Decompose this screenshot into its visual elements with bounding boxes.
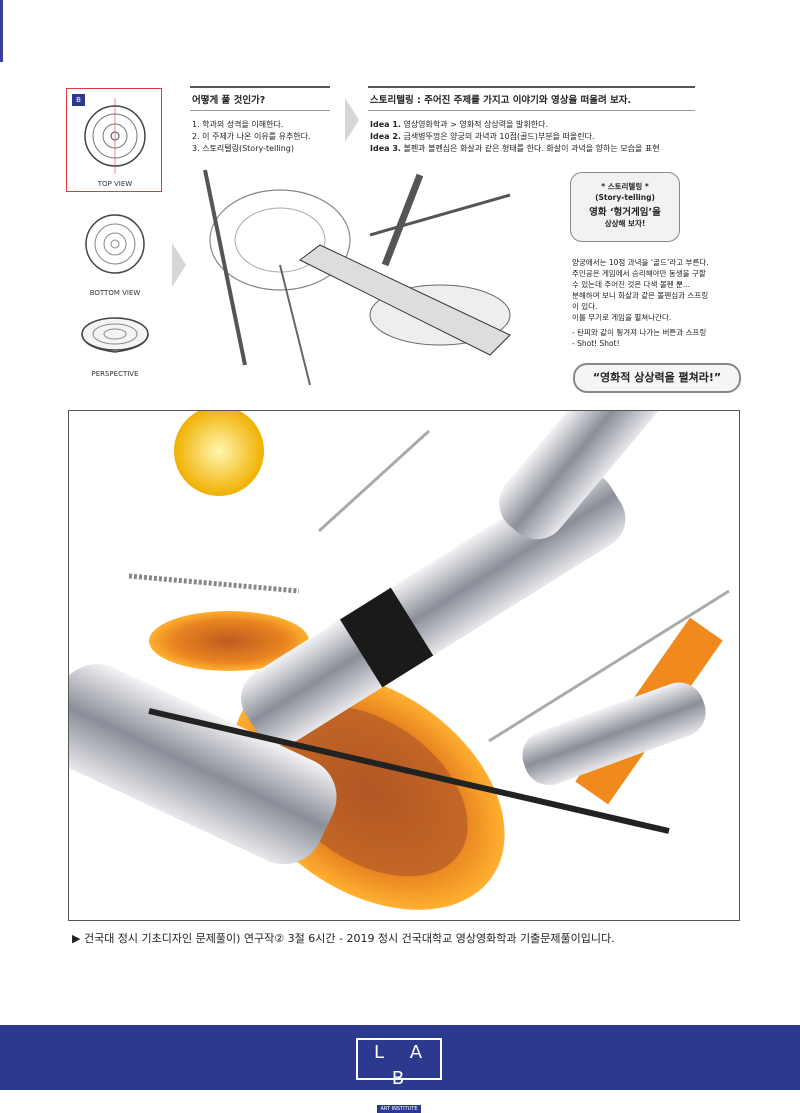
bubble-line: 영화 ‘헝거게임’을 [589, 207, 661, 218]
arrow-right-icon [172, 243, 186, 287]
lab-logo: L A B ART INSTITUTE [356, 1038, 442, 1113]
perspective-label: PERSPECTIVE [91, 370, 139, 378]
bubble-line: (Story-telling) [595, 193, 655, 202]
how-title: 어떻게 풀 것인가? [190, 86, 330, 111]
how-item: 2. 이 주제가 나온 이유를 유추한다. [192, 132, 311, 141]
story-line: 양궁에서는 10점 과녁을 ‘골드’라고 부른다. [572, 258, 709, 267]
how-section: 어떻게 풀 것인가? 1. 학과의 성격을 이해한다. 2. 이 주제가 나온 … [190, 86, 330, 155]
how-item: 1. 학과의 성격을 이해한다. [192, 120, 284, 129]
story-line: 수 있는데 주어진 것은 다색 볼펜 뿐... [572, 280, 691, 289]
idea-item: Idea 1. 영상영화학과 > 영화적 상상력을 발휘한다. [370, 120, 549, 129]
storytelling-title: 스토리텔링 : 주어진 주제를 가지고 이야기와 영상을 떠올려 보자. [368, 86, 695, 111]
top-view-frame: B [66, 88, 162, 192]
idea-item: Idea 2. 금색병뚜껑은 양궁의 과녁과 10점(골드)부분을 떠올린다. [370, 132, 595, 141]
story-text: 양궁에서는 10점 과녁을 ‘골드’라고 부른다. 주인공은 게임에서 승리해야… [572, 257, 752, 349]
bubble-line: * 스토리텔링 * [601, 182, 649, 191]
perspective-sketch [81, 317, 149, 353]
bubble-line: 상상해 보자! [604, 219, 646, 228]
storytelling-section: 스토리텔링 : 주어진 주제를 가지고 이야기와 영상을 떠올려 보자. Ide… [368, 86, 695, 155]
storytelling-bubble: * 스토리텔링 * (Story-telling) 영화 ‘헝거게임’을 상상해… [570, 172, 680, 242]
story-line: - 탄피와 같이 튕겨져 나가는 버튼과 스프링 [572, 328, 707, 337]
slogan-box: “영화적 상상력을 펼쳐라!” [573, 363, 741, 393]
logo-text: L A B [373, 1042, 433, 1089]
bottom-view-sketch [85, 214, 145, 274]
artwork-image [68, 410, 740, 921]
story-line: 주인공은 게임에서 승리해야만 동생을 구할 [572, 269, 706, 278]
story-line: 분해하여 보니 화살과 같은 볼펜심과 스프링 [572, 291, 709, 300]
story-line: 이를 무기로 게임을 펼쳐나간다. [572, 313, 672, 322]
bottom-view-label: BOTTOM VIEW [89, 289, 141, 297]
artwork-illustration [69, 411, 730, 910]
logo-subtitle: ART INSTITUTE [377, 1105, 421, 1113]
story-line: - Shot! Shot! [572, 339, 620, 348]
top-view-sketch [84, 98, 146, 174]
story-line: 이 있다. [572, 302, 598, 311]
section-badge: B [72, 94, 85, 106]
idea-sketch [203, 169, 511, 386]
how-item: 3. 스토리텔링(Story-telling) [192, 144, 294, 153]
top-view-label: TOP VIEW [97, 180, 133, 188]
page-edge-accent [0, 0, 3, 62]
arrow-right-icon [345, 98, 359, 142]
caption: ▶ 건국대 정시 기초디자인 문제풀이) 연구작② 3절 6시간 - 2019 … [72, 932, 615, 945]
idea-item: Idea 3. 볼펜과 볼펜심은 화살과 같은 형태를 한다. 화살이 과녁을 … [370, 144, 660, 153]
